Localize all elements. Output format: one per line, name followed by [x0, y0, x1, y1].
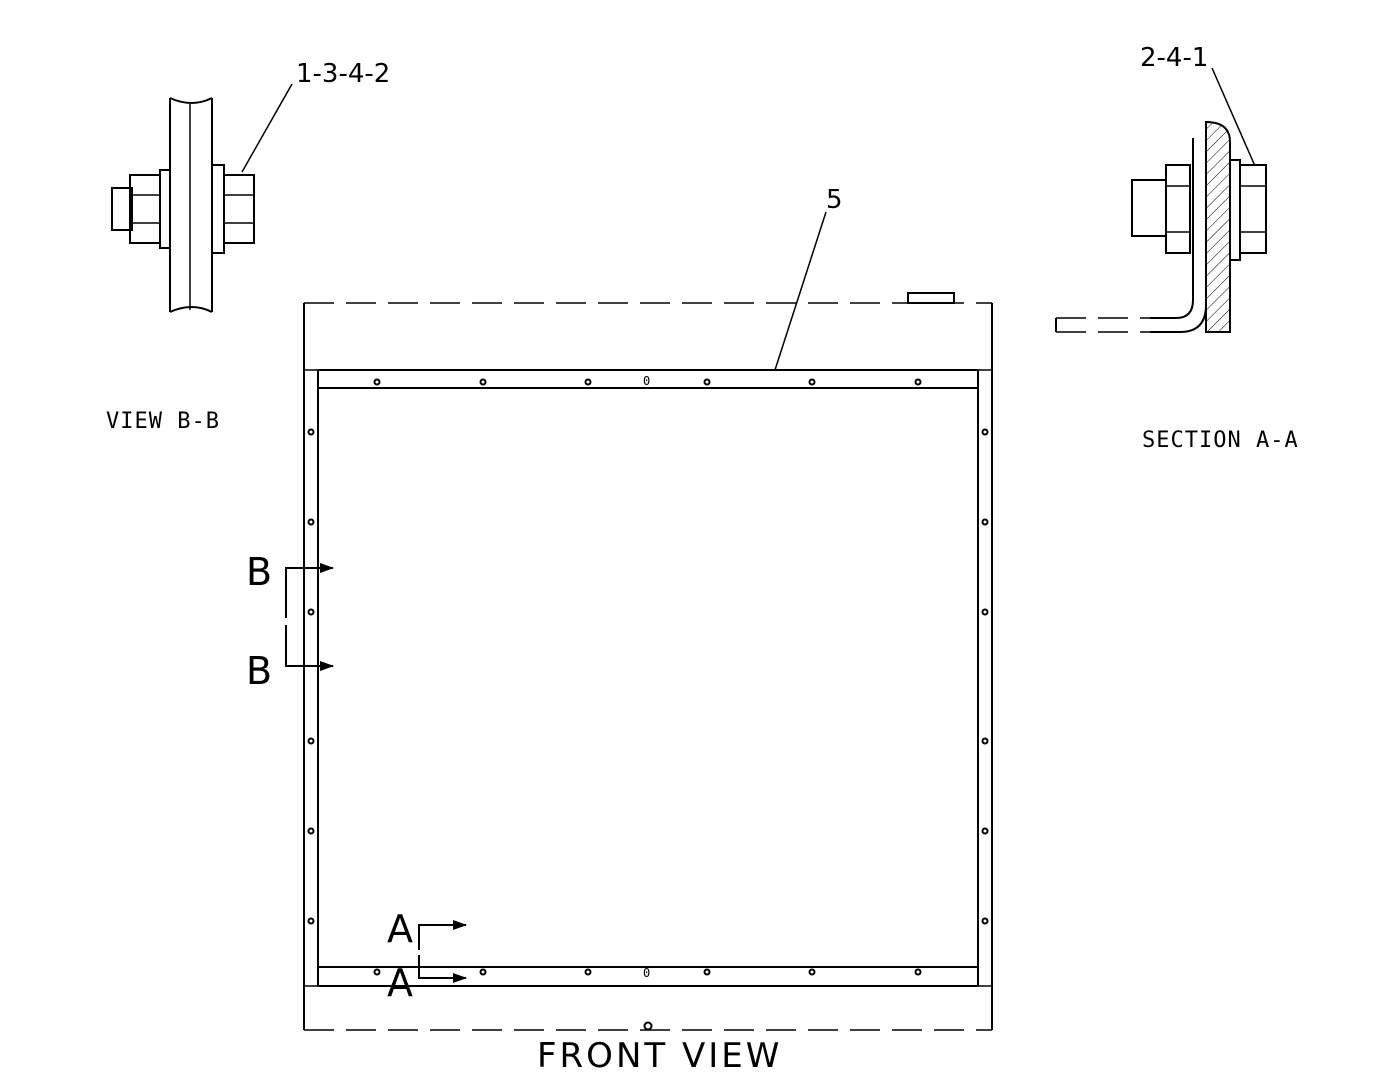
- bottom-bolt-holes: [373, 968, 922, 976]
- left-bolt-holes: [307, 428, 315, 925]
- view-bb-label: VIEW B-B: [106, 409, 220, 434]
- section-aa-label: SECTION A-A: [1142, 428, 1299, 453]
- rail-top-break: [169, 97, 213, 104]
- top-bolt-holes: [373, 378, 922, 386]
- right-bolt-holes: [981, 428, 989, 925]
- leader-241: [1211, 67, 1256, 167]
- hatched-plate: [1205, 120, 1231, 333]
- leader-1342: [241, 83, 293, 173]
- front-view: 0 0 5 B B: [246, 185, 993, 1076]
- leader-5: [774, 211, 827, 371]
- marker-a-bottom: A: [387, 961, 413, 1005]
- top-tab: [907, 292, 955, 304]
- left-washer: [159, 169, 171, 249]
- callout-5: 5: [826, 185, 843, 215]
- section-a-cut: A A: [387, 907, 467, 1005]
- front-view-label: FRONT VIEW: [537, 1036, 782, 1076]
- right-hex-nut: [223, 174, 255, 244]
- left-hex-nut-aa: [1165, 164, 1191, 254]
- bolt-end: [111, 187, 133, 231]
- bottom-center-mark: 0: [643, 966, 650, 980]
- view-bb-detail: 1-3-4-2 VIEW B-B: [106, 59, 390, 434]
- left-hex-nut: [129, 174, 161, 244]
- right-washer-aa: [1229, 159, 1241, 261]
- section-aa-detail: 2-4-1 SECTION A-A: [1055, 43, 1299, 453]
- callout-1342: 1-3-4-2: [296, 59, 390, 89]
- bracket-upper: [1150, 138, 1194, 319]
- callout-241: 2-4-1: [1140, 43, 1208, 73]
- bolt-end-aa: [1131, 179, 1167, 237]
- marker-a-top: A: [387, 907, 413, 951]
- right-washer: [211, 164, 225, 254]
- marker-b-bottom: B: [246, 649, 272, 693]
- bottom-fitting: [643, 1021, 653, 1031]
- right-hex-nut-aa: [1239, 164, 1267, 254]
- marker-b-top: B: [246, 550, 272, 594]
- section-b-cut: B B: [246, 550, 334, 693]
- top-center-mark: 0: [643, 374, 650, 388]
